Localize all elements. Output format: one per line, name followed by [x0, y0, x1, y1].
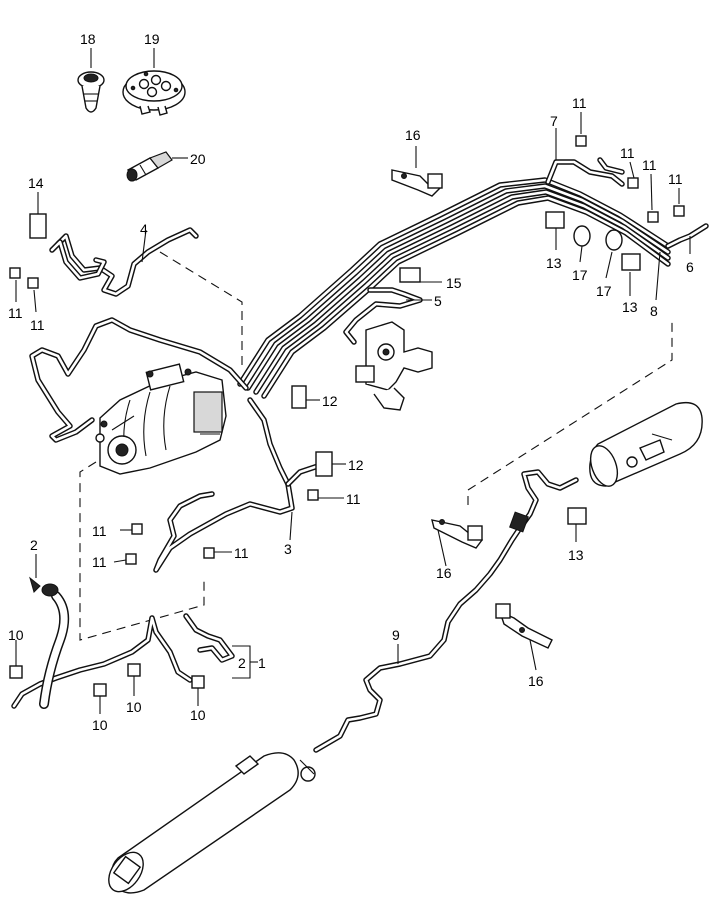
callout-15: 15 [446, 275, 462, 291]
assembly-dash-lines [79, 251, 673, 641]
callout-2: 2 [238, 655, 246, 671]
callout-14: 14 [28, 175, 44, 191]
callout-9: 9 [392, 627, 400, 643]
clip-14[interactable] [29, 213, 47, 239]
callout-20: 20 [190, 151, 206, 167]
callout-10: 10 [126, 699, 142, 715]
leader-lines [15, 112, 691, 714]
callout-12: 12 [322, 393, 338, 409]
pipe-3[interactable] [29, 317, 321, 573]
callout-11: 11 [92, 554, 107, 570]
callout-16: 16 [528, 673, 544, 689]
holder-16-bottom[interactable] [495, 603, 553, 649]
callout-12: 12 [348, 457, 364, 473]
callout-2: 2 [30, 537, 38, 553]
callout-8: 8 [650, 303, 658, 319]
callout-10: 10 [190, 707, 206, 723]
callout-11: 11 [346, 491, 361, 507]
callout-3: 3 [284, 541, 292, 557]
holder-16-mid[interactable] [431, 519, 484, 549]
pipe-9[interactable] [313, 469, 579, 753]
clip-11[interactable] [9, 135, 685, 565]
callout-11: 11 [234, 545, 249, 561]
part-19-multi-grommet[interactable] [122, 70, 186, 116]
valve-block[interactable] [355, 321, 433, 411]
part-20-connector[interactable] [126, 151, 173, 182]
callout-1: 1 [258, 655, 266, 671]
air-compressor[interactable] [95, 363, 227, 475]
clip-17[interactable] [573, 225, 623, 251]
callout-18: 18 [80, 31, 96, 47]
clip-15[interactable] [399, 267, 421, 283]
callout-5: 5 [434, 293, 442, 309]
clip-12[interactable] [291, 385, 333, 477]
air-reservoir-right[interactable] [586, 401, 703, 490]
callout-11: 11 [668, 171, 683, 187]
pipe-bundle[interactable] [237, 177, 671, 399]
callout-4: 4 [140, 221, 148, 237]
callout-10: 10 [8, 627, 24, 643]
callout-11: 11 [642, 157, 657, 173]
callout-16: 16 [405, 127, 421, 143]
callout-17: 17 [596, 283, 612, 299]
callout-11: 11 [8, 305, 23, 321]
pipe-7[interactable] [545, 157, 625, 187]
callout-19: 19 [144, 31, 160, 47]
callout-10: 10 [92, 717, 108, 733]
pipe-6[interactable] [665, 223, 709, 249]
callout-6: 6 [686, 259, 694, 275]
clip-13[interactable] [545, 211, 641, 525]
callout-11: 11 [572, 95, 587, 111]
callout-13: 13 [568, 547, 584, 563]
pipe-2[interactable] [11, 613, 235, 709]
callout-labels: 18 19 20 16 7 11 11 11 11 14 4 11 11 13 … [8, 31, 694, 733]
callout-11: 11 [30, 317, 45, 333]
callout-17: 17 [572, 267, 588, 283]
callout-13: 13 [546, 255, 562, 271]
callout-11: 11 [620, 145, 635, 161]
air-reservoir-bottom[interactable] [102, 752, 316, 898]
pipe-4[interactable] [49, 227, 199, 297]
callout-13: 13 [622, 299, 638, 315]
callout-16: 16 [436, 565, 452, 581]
callout-7: 7 [550, 113, 558, 129]
callout-11: 11 [92, 523, 107, 539]
pipe-5[interactable] [343, 287, 423, 345]
part-18-grommet[interactable] [77, 71, 105, 113]
hose-2[interactable] [29, 576, 70, 709]
clip-10[interactable] [9, 663, 205, 697]
holder-16-top[interactable] [391, 169, 443, 197]
